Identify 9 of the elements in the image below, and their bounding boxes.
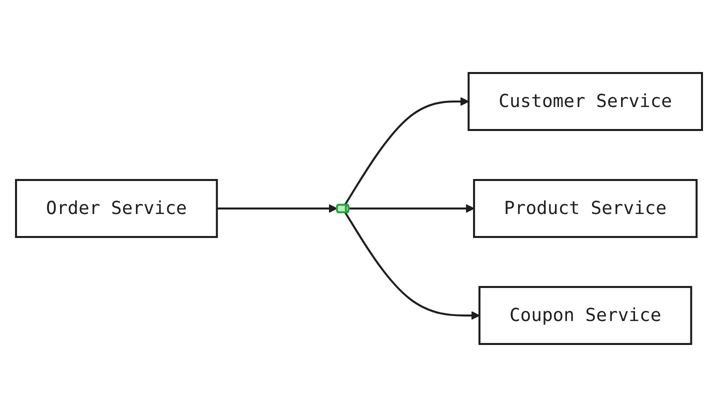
node-box: Customer Service <box>468 72 704 130</box>
arrow <box>349 204 475 212</box>
arrow <box>344 96 470 205</box>
node-box: Product Service <box>474 178 698 238</box>
node-box: Order Service <box>16 178 218 238</box>
arrow <box>344 211 480 320</box>
node-box: Coupon Service <box>478 286 693 344</box>
node-cylinder <box>336 203 350 213</box>
arrow <box>217 204 338 212</box>
